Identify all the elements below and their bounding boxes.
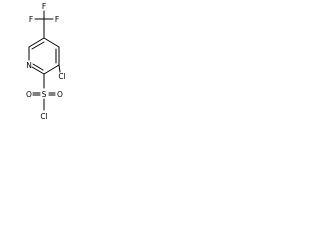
bond-c3-cl: [58, 64, 61, 73]
atom-s: S: [42, 90, 47, 99]
atom-f-top: F: [42, 2, 46, 11]
atom-o-left: O: [26, 90, 32, 99]
pyridine-ring: [28, 37, 60, 75]
atom-cl-ring: Cl: [58, 72, 65, 81]
atom-f-right: F: [55, 15, 59, 24]
ring-double-c2-n: [32, 63, 44, 71]
ring-bond-c2-n: [31, 66, 45, 75]
atom-o-right: O: [57, 90, 63, 99]
atom-n-ring: N: [26, 61, 32, 70]
chemical-structure: F F F N Cl S O O Cl: [26, 2, 66, 121]
sulfonyl-chloride-group: [32, 92, 56, 111]
ring-double-c6-c5: [31, 41, 45, 50]
ring-bond-c5-c4: [43, 37, 60, 48]
trifluoromethyl-group: [34, 10, 54, 39]
atom-f-left: F: [29, 15, 33, 24]
atom-cl-sulfonyl: Cl: [40, 112, 47, 121]
ring-bond-c6-c5: [28, 37, 45, 48]
ring-bond-c3-c2: [43, 64, 60, 75]
